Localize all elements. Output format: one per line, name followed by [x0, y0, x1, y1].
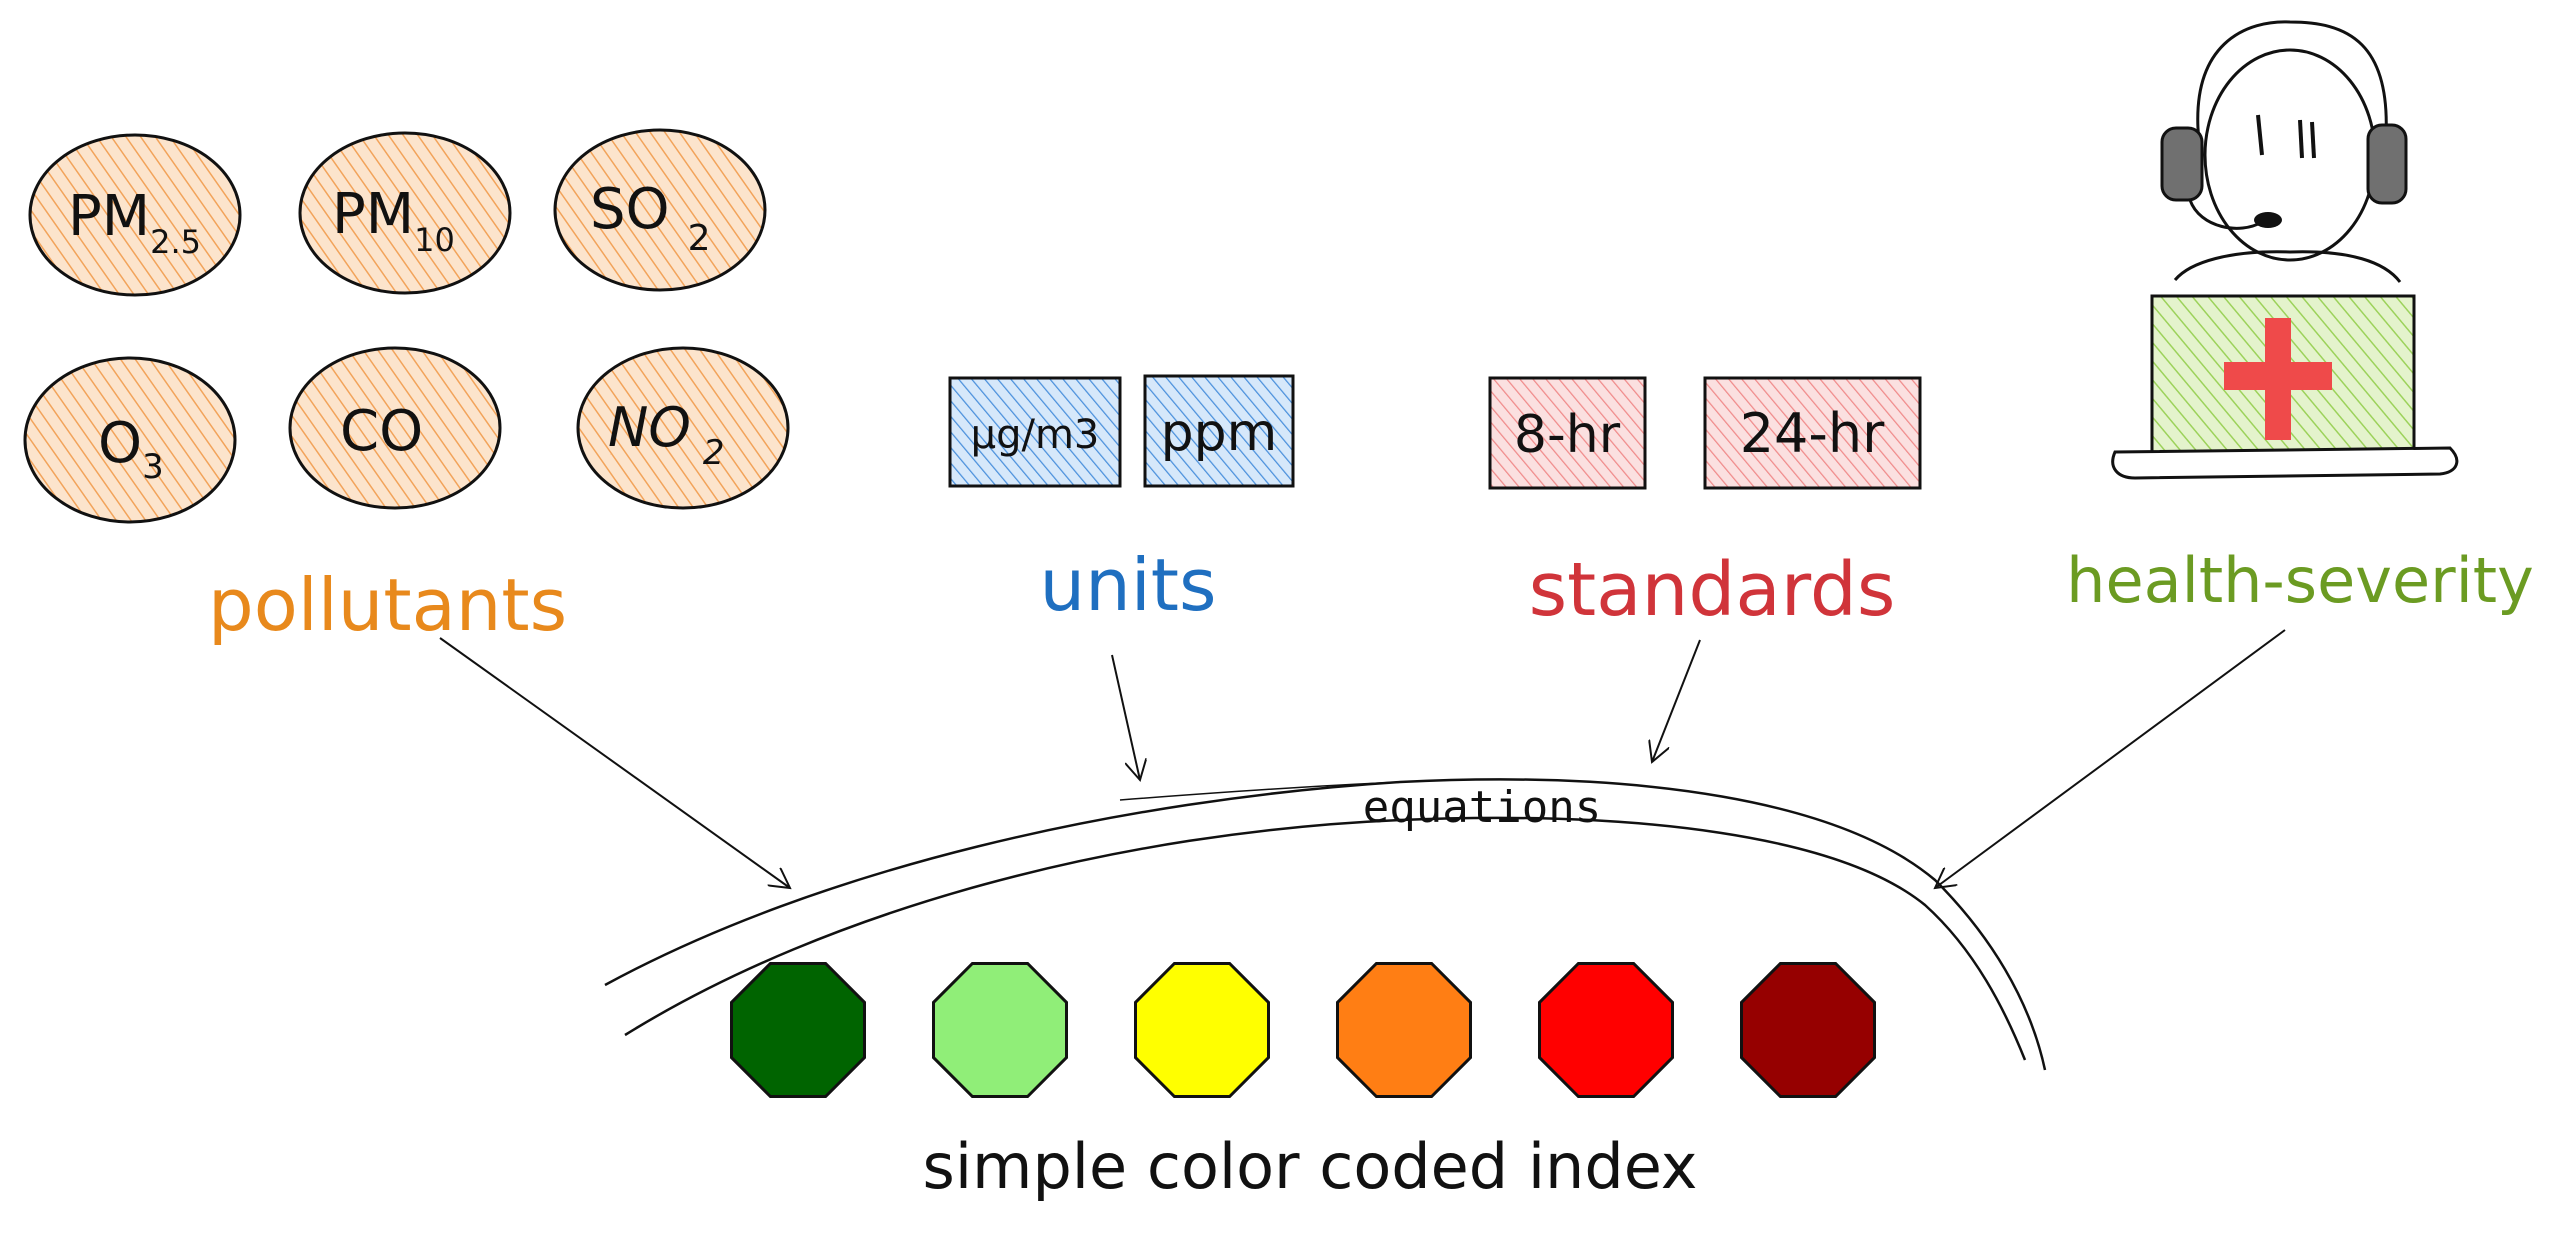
pollutant-label: CO [340, 399, 423, 464]
index-level-2 [932, 962, 1068, 1098]
index-label: simple color coded index [923, 1130, 1698, 1203]
operator-with-medical-laptop-icon: health-severity [2066, 20, 2534, 617]
arrow-units [1111, 654, 1140, 780]
unit-label-ppm: ppm [1161, 403, 1278, 463]
pollutant-bubble [28, 133, 242, 297]
standard-label-24hr: 24-hr [1740, 402, 1885, 465]
standards-group: 8-hr 24-hr standards [1488, 376, 1922, 633]
pollutant-pm25: PM2.5 [28, 133, 242, 297]
headphone-left-icon [2160, 126, 2204, 202]
unit-box-ugm3 [948, 376, 1122, 488]
pollutant-label: PM10 [332, 182, 455, 259]
pollutant-o3: O3 [23, 356, 237, 524]
index-level-6 [1740, 962, 1876, 1098]
index-level-4 [1336, 962, 1472, 1098]
unit-label-ugm3: µg/m3 [971, 412, 1100, 458]
arrows [439, 629, 2286, 888]
equations-arc [604, 778, 2047, 1071]
arrow-pollutants [439, 637, 790, 888]
units-label: units [1039, 543, 1216, 627]
headphone-right-icon [2366, 123, 2408, 205]
index-level-3 [1134, 962, 1270, 1098]
unit-box-ppm [1143, 374, 1295, 488]
pollutant-bubble [23, 356, 237, 524]
pollutant-bubble [298, 131, 512, 295]
color-index [730, 962, 1876, 1098]
pollutant-label: O3 [98, 411, 164, 487]
pollutant-label: PM2.5 [68, 184, 201, 261]
index-level-1 [730, 962, 866, 1098]
pollutant-bubble [576, 346, 790, 510]
arrow-health [1935, 629, 2286, 888]
units-group: µg/m3 ppm units [948, 374, 1295, 627]
standard-label-8hr: 8-hr [1514, 405, 1621, 465]
index-level-5 [1538, 962, 1674, 1098]
standard-box-8hr [1488, 376, 1647, 490]
health-severity-label: health-severity [2066, 544, 2534, 617]
equations-label: equations [1363, 782, 1601, 833]
pollutant-co: CO [288, 346, 502, 510]
arrow-standards [1652, 639, 1701, 762]
laptop-base-icon [2111, 446, 2459, 480]
pollutants-label: pollutants [208, 563, 567, 647]
pollutant-pm10: PM10 [298, 131, 512, 295]
standard-box-24hr [1703, 376, 1922, 490]
headband-icon [2196, 20, 2388, 151]
pollutant-bubble [553, 128, 767, 292]
standards-label: standards [1529, 547, 1896, 633]
pollutant-bubble [288, 346, 502, 510]
